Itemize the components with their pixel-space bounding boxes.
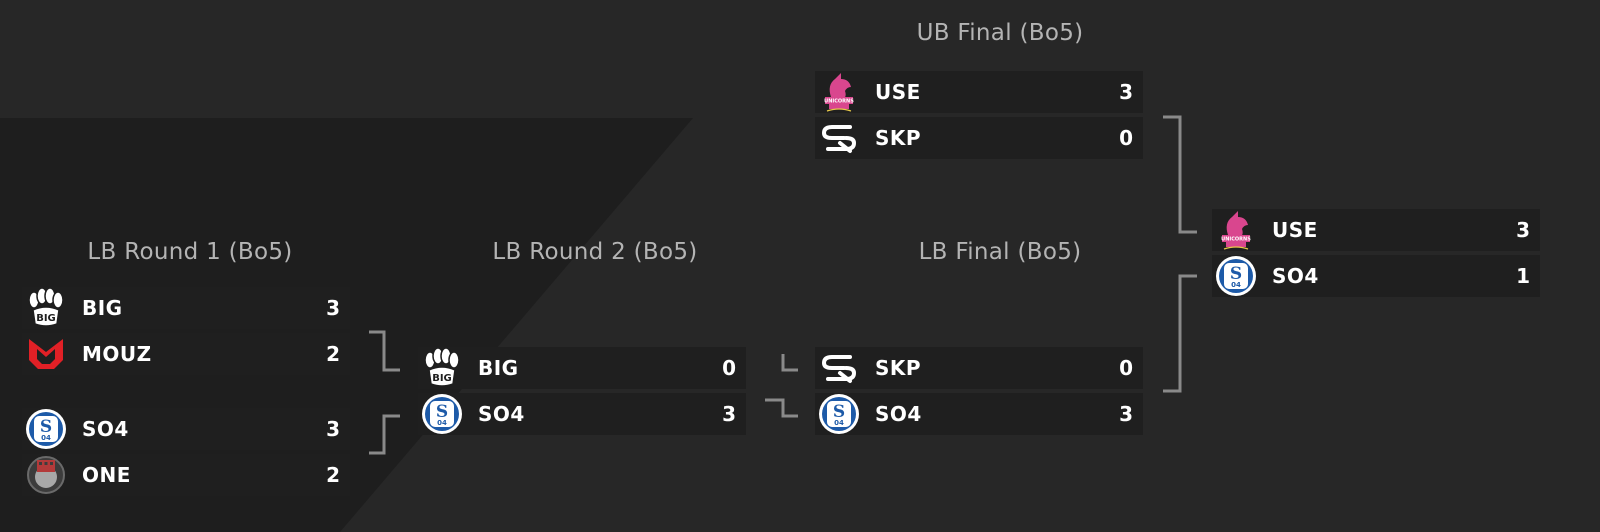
mouz-logo [22,333,70,375]
team-score: 2 [326,463,340,487]
team-row[interactable]: UNICORNS USE 3 [815,71,1143,113]
team-score: 0 [1119,126,1133,150]
round-title-lb-round-1: LB Round 1 (Bo5) [87,239,293,265]
schalke-logo: S 04 [22,408,70,450]
svg-text:S: S [1230,264,1242,284]
team-score: 3 [1516,218,1530,242]
connector-lb-r2-to-final [781,354,798,372]
match-lb-round2: BIG BIG 0 S 04 SO4 3 [418,347,746,439]
round-title-lb-final: LB Final (Bo5) [918,239,1082,265]
match-ub-final: UNICORNS USE 3 SKP 0 [815,71,1143,163]
team-row[interactable]: S 04 SO4 3 [418,393,746,435]
team-score: 1 [1516,264,1530,288]
schalke-logo: S 04 [815,393,863,435]
team-row[interactable]: BIG BIG 3 [22,287,350,329]
schalke-logo: S 04 [1212,255,1260,297]
team-name: SO4 [875,402,922,426]
team-row[interactable]: BIG BIG 0 [418,347,746,389]
round-title-lb-round-2: LB Round 2 (Bo5) [492,239,698,265]
team-name: SO4 [82,417,129,441]
team-row[interactable]: S 04 SO4 1 [1212,255,1540,297]
team-name: USE [1272,218,1318,242]
team-score: 3 [1119,402,1133,426]
team-name: SO4 [1272,264,1319,288]
connector-lb-r1b-to-r2 [369,414,400,455]
one-logo [22,454,70,496]
team-name: SO4 [478,402,525,426]
match-lb-final: SKP 0 S 04 SO4 3 [815,347,1143,439]
team-score: 3 [1119,80,1133,104]
team-score: 2 [326,342,340,366]
team-row[interactable]: UNICORNS USE 3 [1212,209,1540,251]
svg-text:UNICORNS: UNICORNS [1221,237,1251,243]
team-row[interactable]: S 04 SO4 3 [815,393,1143,435]
team-row[interactable]: ONE 2 [22,454,350,496]
team-name: BIG [478,356,519,380]
connector-lb-r1a-to-r2 [369,330,400,372]
match-lb-round1-a: BIG BIG 3 MOUZ 2 [22,287,350,379]
connector-lb-r2-to-final-b [765,398,798,418]
big-logo: BIG [22,287,70,329]
team-name: SKP [875,356,922,380]
svg-text:04: 04 [1231,281,1241,289]
team-row[interactable]: S 04 SO4 3 [22,408,350,450]
unicorns-logo: UNICORNS [1212,209,1260,251]
team-name: SKP [875,126,922,150]
team-name: USE [875,80,921,104]
team-row[interactable]: SKP 0 [815,117,1143,159]
team-name: MOUZ [82,342,152,366]
team-name: BIG [82,296,123,320]
team-score: 0 [722,356,736,380]
schalke-logo: S 04 [418,393,466,435]
unicorns-logo: UNICORNS [815,71,863,113]
svg-text:S: S [436,402,448,422]
svg-text:BIG: BIG [36,313,56,324]
team-name: ONE [82,463,131,487]
svg-text:04: 04 [437,419,447,427]
sk-logo [815,117,863,159]
team-row[interactable]: MOUZ 2 [22,333,350,375]
team-row[interactable]: SKP 0 [815,347,1143,389]
big-logo: BIG [418,347,466,389]
match-grand-final: UNICORNS USE 3 S 04 SO4 1 [1212,209,1540,301]
team-score: 3 [722,402,736,426]
team-score: 3 [326,296,340,320]
svg-text:04: 04 [41,434,51,442]
svg-text:S: S [40,417,52,437]
team-score: 0 [1119,356,1133,380]
connector-ub-final-to-grand [1163,115,1197,234]
svg-text:BIG: BIG [432,373,452,384]
svg-text:UNICORNS: UNICORNS [824,99,854,105]
round-title-ub-final: UB Final (Bo5) [916,20,1084,46]
team-score: 3 [326,417,340,441]
match-lb-round1-b: S 04 SO4 3 ONE 2 [22,408,350,500]
connector-lb-final-to-grand [1163,274,1197,393]
svg-text:04: 04 [834,419,844,427]
svg-text:S: S [833,402,845,422]
sk-logo [815,347,863,389]
